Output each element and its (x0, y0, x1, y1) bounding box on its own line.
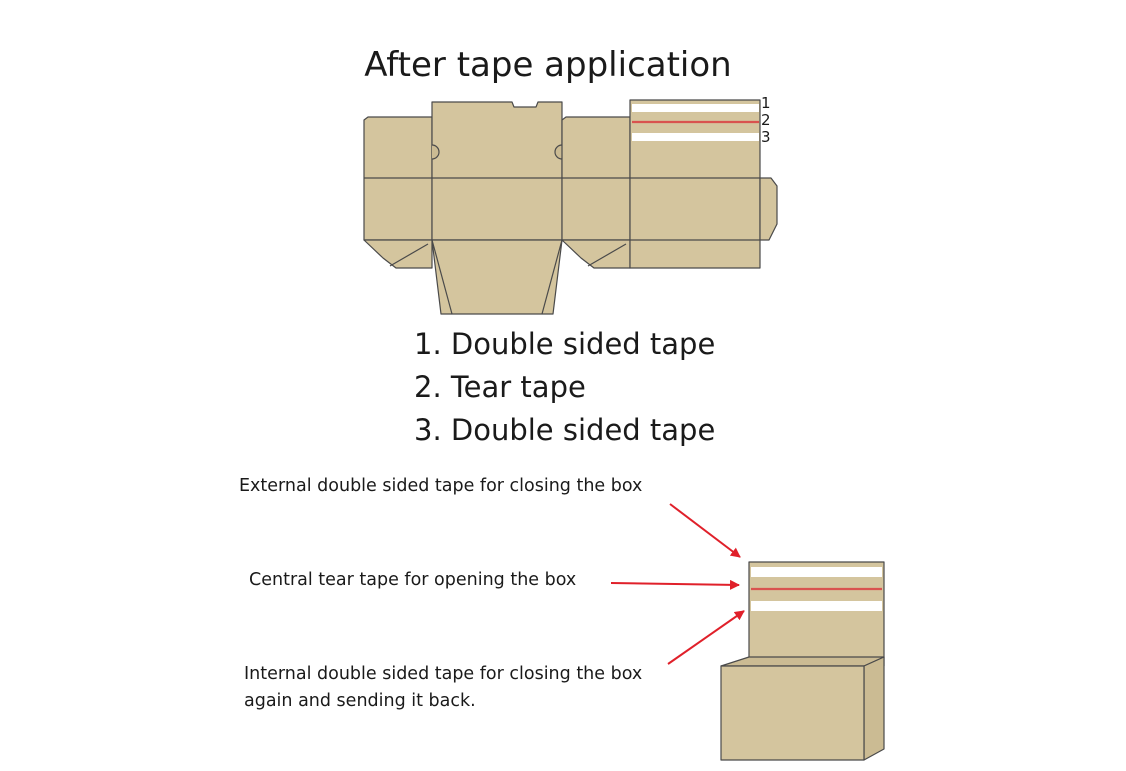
annotation-external-tape: External double sided tape for closing t… (239, 476, 642, 496)
annotation-internal-tape-line2: again and sending it back. (244, 691, 476, 711)
arrow-central-tear-tape (610, 579, 740, 590)
diagram-title: After tape application (364, 45, 731, 85)
template-back-panel (629, 99, 761, 269)
template-right-panel (561, 116, 631, 269)
legend-item-1: 1. Double sided tape (414, 327, 715, 361)
tape-legend: 1. Double sided tape 2. Tear tape 3. Dou… (414, 327, 715, 447)
box-template (363, 99, 778, 315)
template-inner-tape (632, 133, 759, 141)
arrow-internal-tape (667, 610, 745, 665)
box-side-face (863, 656, 885, 761)
box-outer-tape (751, 567, 882, 577)
template-outer-tape (632, 104, 759, 112)
box-lid (748, 561, 885, 667)
legend-item-3: 3. Double sided tape (414, 413, 715, 447)
annotation-central-tear-tape: Central tear tape for opening the box (249, 570, 576, 590)
template-glue-flap (759, 177, 778, 241)
legend-item-2: 2. Tear tape (414, 370, 586, 404)
tape-marker-2: 2 (761, 111, 771, 129)
template-front-panel (431, 101, 563, 315)
box-front-face (720, 665, 865, 761)
tape-marker-1: 1 (761, 94, 771, 112)
box-top-rim (720, 656, 885, 667)
box-inner-tape (751, 601, 882, 611)
assembled-box (720, 561, 885, 761)
template-left-panel (363, 116, 433, 269)
annotation-internal-tape-line1: Internal double sided tape for closing t… (244, 664, 642, 684)
arrow-external-tape (669, 503, 741, 558)
tape-marker-3: 3 (761, 128, 771, 146)
